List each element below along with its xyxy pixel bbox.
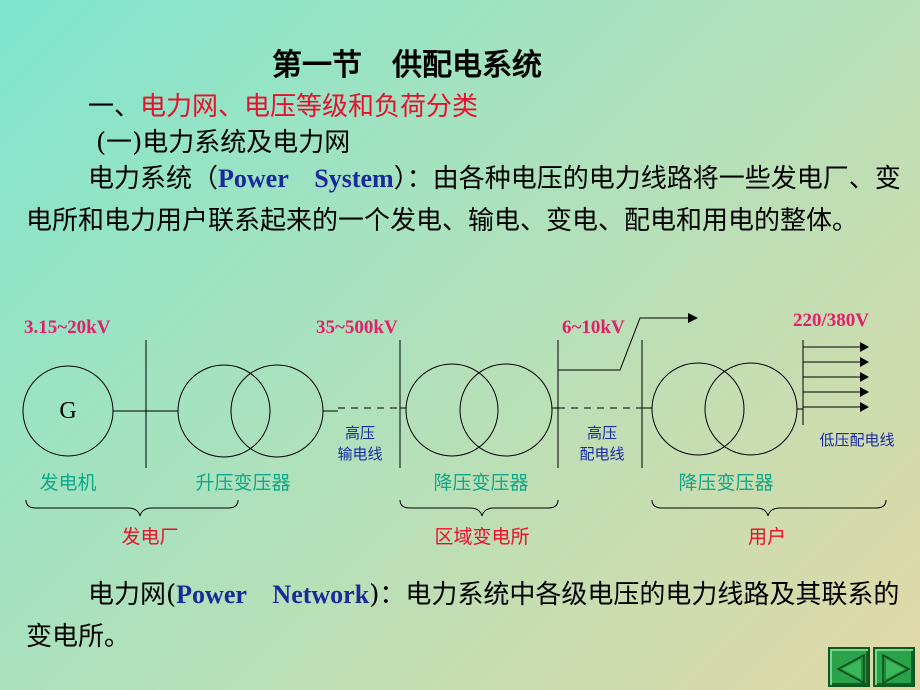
device-label-stepdown-2: 降压变压器 — [678, 472, 773, 494]
voltage-label-transmission: 35~500kV — [316, 317, 398, 338]
branch-arrow-icon — [688, 313, 698, 323]
power-system-definition: 电力系统（Power System）：由各种电压的电力线路将一些发电厂、变电所和… — [26, 158, 906, 242]
group-label-regional-substation: 区域变电所 — [434, 526, 529, 548]
voltage-label-distribution: 6~10kV — [562, 317, 625, 338]
prev-arrow-icon — [836, 653, 865, 685]
branch-line — [558, 317, 688, 371]
prev-slide-button[interactable] — [828, 647, 870, 687]
net-lead: 电力网( — [88, 580, 177, 610]
group-label-power-plant: 发电厂 — [121, 526, 178, 548]
slide-title: 第一节 供配电系统 — [272, 48, 542, 83]
hv-transmission-label-1: 高压 — [345, 424, 375, 442]
def-lead: 电力系统（ — [88, 164, 219, 194]
def-text: ）：由各种电压的电力线路将一些发电厂、变电所和电力用户联系起来的一个发电、输电、… — [26, 164, 901, 236]
generator-symbol: G — [59, 398, 76, 424]
transformer-3-secondary — [704, 362, 798, 456]
voltage-label-generator: 3.15~20kV — [24, 317, 111, 338]
subsection-heading: (一)电力系统及电力网 — [96, 128, 351, 158]
section-label: 电力网、电压等级和负荷分类 — [140, 92, 479, 122]
section-heading: 一、电力网、电压等级和负荷分类 — [88, 86, 478, 123]
transformer-1-primary — [177, 364, 271, 458]
transformer-2-primary — [405, 363, 499, 457]
device-label-generator: 发电机 — [39, 472, 96, 494]
hv-distribution-label-2: 配电线 — [579, 445, 624, 463]
group-label-user: 用户 — [748, 526, 786, 548]
brace-substation — [399, 499, 559, 517]
next-arrow-icon — [882, 653, 911, 685]
device-label-stepup: 升压变压器 — [195, 472, 290, 494]
transformer-3-primary — [651, 362, 745, 456]
low-voltage-feeders — [803, 342, 869, 412]
transformer-2-secondary — [459, 363, 553, 457]
voltage-label-low: 220/380V — [793, 310, 869, 331]
hv-transmission-label-2: 输电线 — [337, 445, 382, 463]
net-text: )：电力系统中各级电压的电力线路及其联系的变电所。 — [26, 580, 900, 652]
next-slide-button[interactable] — [873, 647, 915, 687]
device-label-stepdown-1: 降压变压器 — [433, 472, 528, 494]
section-prefix: 一、 — [88, 92, 141, 122]
lv-distribution-label: 低压配电线 — [819, 431, 894, 449]
hv-distribution-label-1: 高压 — [587, 424, 617, 442]
def-english-term: Power System — [218, 164, 394, 193]
net-english-term: Power Network — [176, 580, 370, 609]
brace-power-plant — [25, 499, 239, 517]
brace-user — [651, 499, 887, 517]
transformer-1-secondary — [230, 364, 324, 458]
power-network-definition: 电力网(Power Network)：电力系统中各级电压的电力线路及其联系的变电… — [26, 574, 906, 658]
